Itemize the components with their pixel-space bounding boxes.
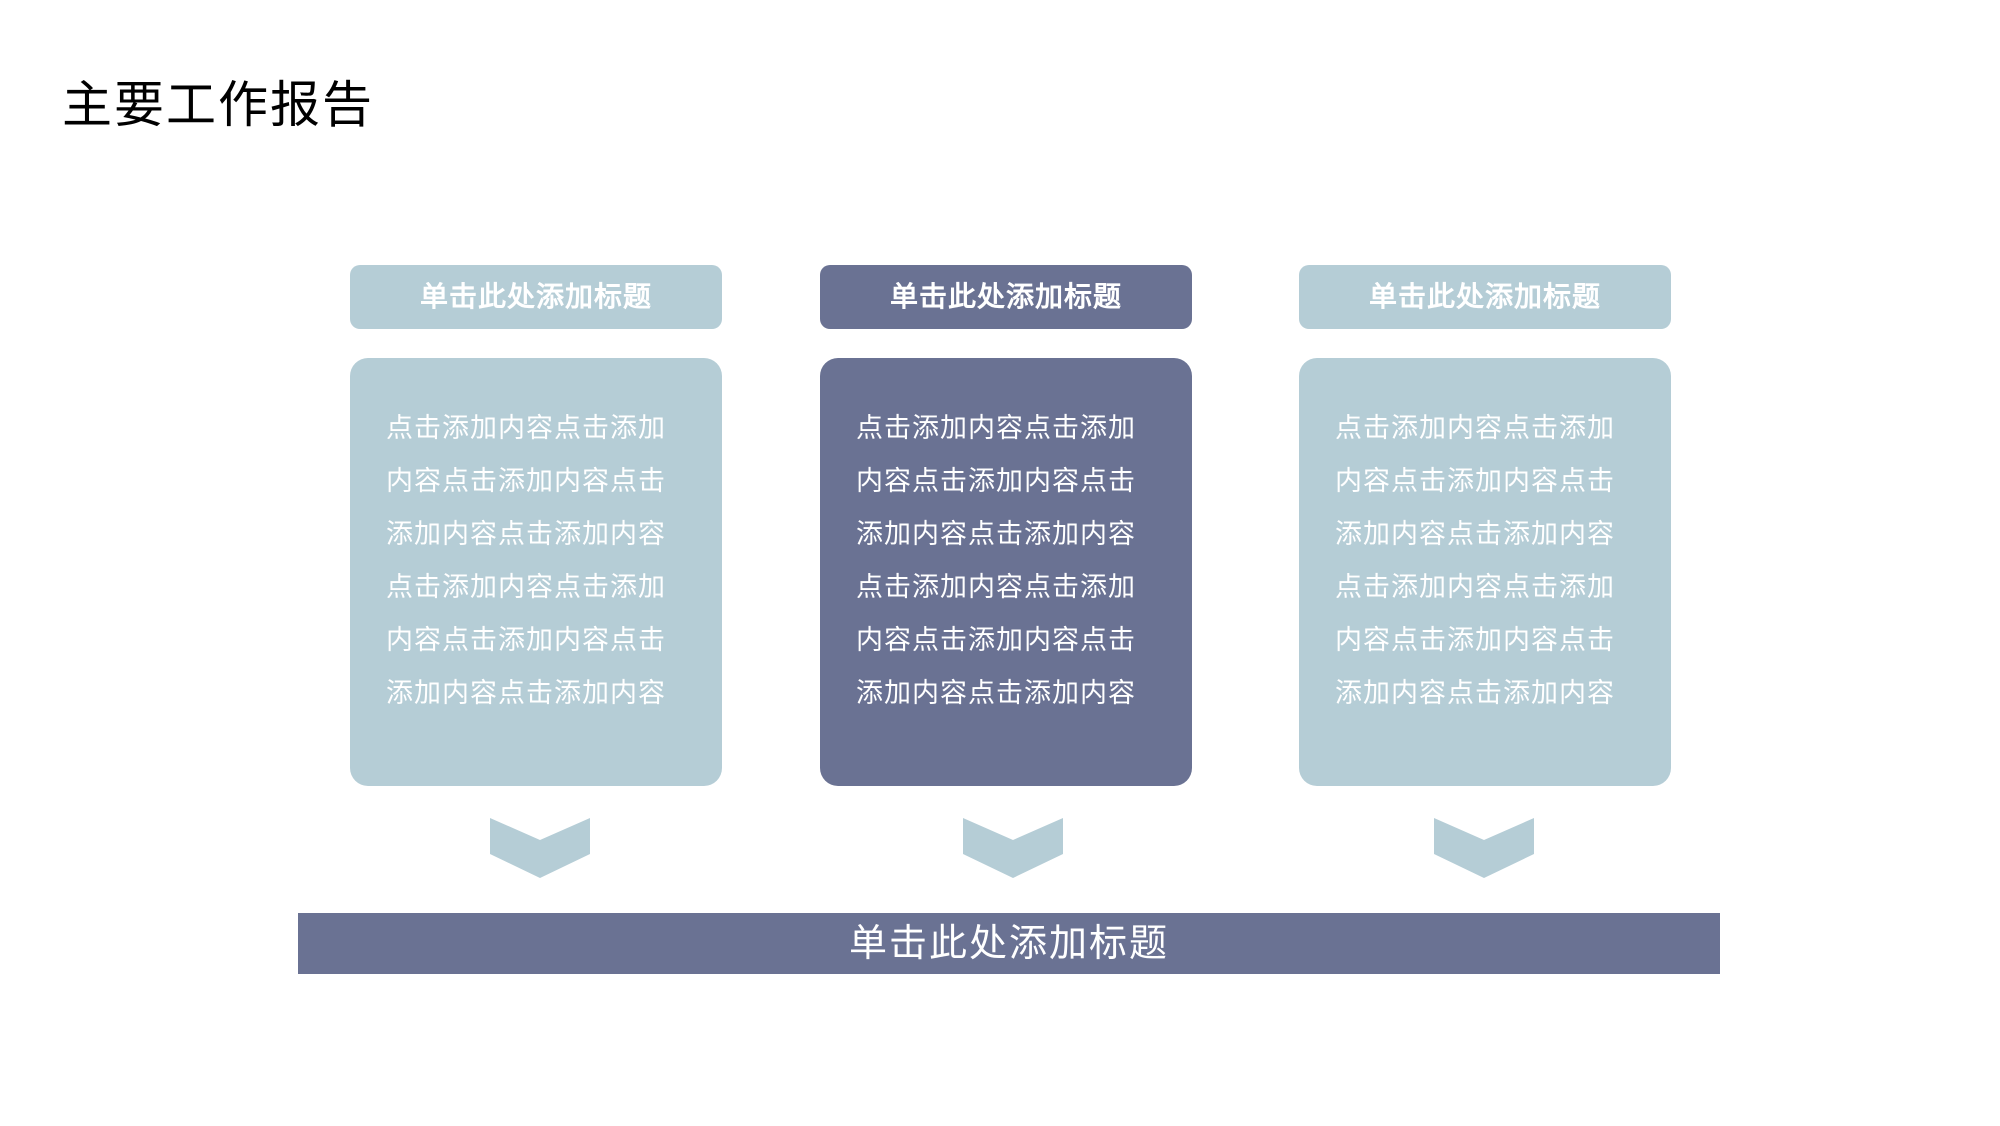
column-2-title[interactable]: 单击此处添加标题 — [820, 265, 1192, 329]
chevron-down-icon — [490, 818, 590, 878]
page-title: 主要工作报告 — [62, 76, 374, 134]
column-3-title[interactable]: 单击此处添加标题 — [1299, 265, 1671, 329]
column-1-title[interactable]: 单击此处添加标题 — [350, 265, 722, 329]
column-2-body[interactable]: 点击添加内容点击添加内容点击添加内容点击添加内容点击添加内容点击添加内容点击添加… — [820, 358, 1192, 786]
chevron-down-icon — [963, 818, 1063, 878]
chevron-down-icon — [1434, 818, 1534, 878]
summary-bar[interactable]: 单击此处添加标题 — [298, 913, 1720, 974]
column-1-body[interactable]: 点击添加内容点击添加内容点击添加内容点击添加内容点击添加内容点击添加内容点击添加… — [350, 358, 722, 786]
column-3-body[interactable]: 点击添加内容点击添加内容点击添加内容点击添加内容点击添加内容点击添加内容点击添加… — [1299, 358, 1671, 786]
